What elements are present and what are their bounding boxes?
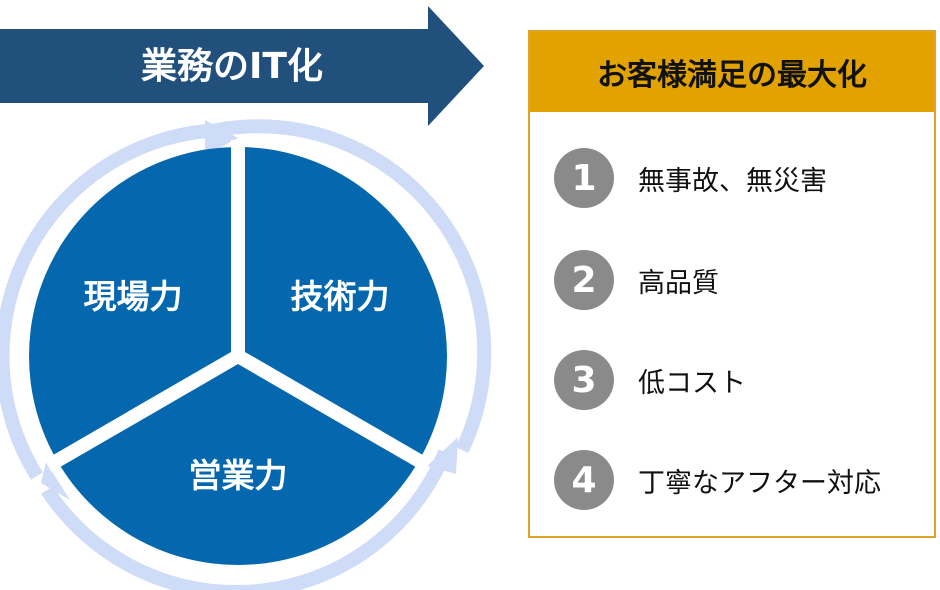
list-item: 2 高品質 [554, 250, 719, 310]
list-item-text: 丁寧なアフター対応 [638, 467, 881, 499]
segment-label-gijutsu: 技術力 [291, 277, 390, 316]
number-badge: 3 [554, 350, 614, 410]
number-badge: 2 [554, 250, 614, 310]
list-item-text: 高品質 [638, 267, 719, 299]
cycle-arrowhead-left [41, 462, 70, 500]
panel-title: お客様満足の最大化 [530, 32, 934, 112]
cycle-ring [0, 119, 492, 590]
segment-label-genba: 現場力 [84, 277, 183, 316]
satisfaction-panel: お客様満足の最大化 1 無事故、無災害 2 高品質 3 低コスト 4 丁寧なアフ… [528, 30, 936, 538]
list-item: 3 低コスト [554, 350, 746, 410]
number-badge: 1 [554, 148, 614, 208]
separator-right [234, 349, 432, 473]
cycle-arrowhead-top [205, 120, 238, 156]
cycle-arrowhead-right [427, 437, 458, 474]
number-badge: 4 [554, 450, 614, 510]
it-arrow [0, 6, 484, 126]
cycle-segments [28, 140, 448, 566]
list-item-text: 無事故、無災害 [638, 165, 827, 197]
segment-label-eigyo: 営業力 [189, 456, 288, 495]
list-item: 4 丁寧なアフター対応 [554, 450, 881, 510]
it-arrow-label: 業務のIT化 [141, 46, 323, 87]
list-item: 1 無事故、無災害 [554, 148, 827, 208]
list-item-text: 低コスト [638, 367, 746, 399]
separator-left [44, 349, 242, 473]
